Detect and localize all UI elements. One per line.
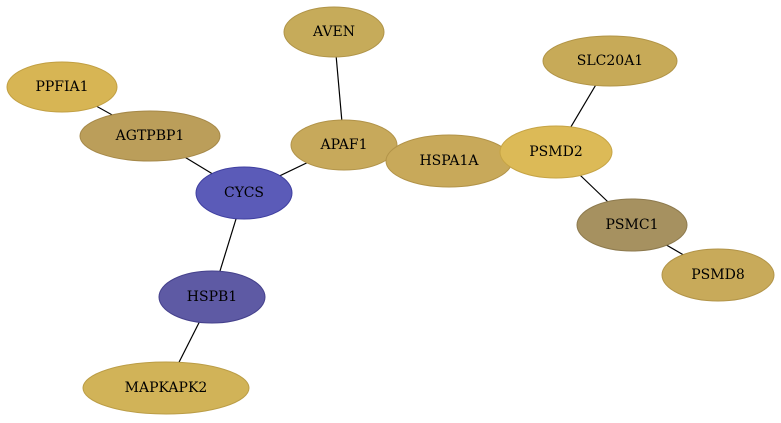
node-psmc1[interactable]: PSMC1 — [576, 198, 688, 252]
node-label-cycs: CYCS — [224, 185, 264, 201]
node-hspa1a[interactable]: HSPA1A — [385, 134, 513, 188]
node-hspb1[interactable]: HSPB1 — [158, 270, 266, 324]
node-ellipse-slc20a1[interactable] — [542, 35, 678, 87]
node-label-psmd8: PSMD8 — [691, 267, 744, 283]
node-mapkapk2[interactable]: MAPKAPK2 — [82, 361, 250, 415]
node-ellipse-agtpbp1[interactable] — [79, 110, 221, 162]
node-apaf1[interactable]: APAF1 — [290, 119, 398, 171]
node-cycs[interactable]: CYCS — [195, 166, 293, 220]
node-label-agtpbp1: AGTPBP1 — [115, 128, 185, 144]
node-ellipse-apaf1[interactable] — [290, 119, 398, 171]
node-label-ppfia1: PPFIA1 — [35, 79, 88, 95]
node-ellipse-cycs[interactable] — [195, 166, 293, 220]
node-ellipse-mapkapk2[interactable] — [82, 361, 250, 415]
node-ellipse-psmc1[interactable] — [576, 198, 688, 252]
node-label-hspb1: HSPB1 — [187, 289, 237, 305]
node-agtpbp1[interactable]: AGTPBP1 — [79, 110, 221, 162]
node-ellipse-hspb1[interactable] — [158, 270, 266, 324]
node-label-aven: AVEN — [312, 24, 355, 40]
node-ellipse-psmd2[interactable] — [499, 125, 613, 179]
node-label-psmc1: PSMC1 — [606, 217, 659, 233]
node-ellipse-aven[interactable] — [283, 6, 385, 58]
node-aven[interactable]: AVEN — [283, 6, 385, 58]
node-label-apaf1: APAF1 — [320, 137, 368, 153]
node-ellipse-psmd8[interactable] — [661, 248, 775, 302]
node-label-psmd2: PSMD2 — [529, 144, 582, 160]
node-label-slc20a1: SLC20A1 — [577, 53, 643, 69]
node-label-hspa1a: HSPA1A — [419, 153, 479, 169]
node-slc20a1[interactable]: SLC20A1 — [542, 35, 678, 87]
node-psmd8[interactable]: PSMD8 — [661, 248, 775, 302]
node-label-mapkapk2: MAPKAPK2 — [125, 380, 208, 396]
node-psmd2[interactable]: PSMD2 — [499, 125, 613, 179]
node-ppfia1[interactable]: PPFIA1 — [6, 61, 118, 113]
node-ellipse-ppfia1[interactable] — [6, 61, 118, 113]
